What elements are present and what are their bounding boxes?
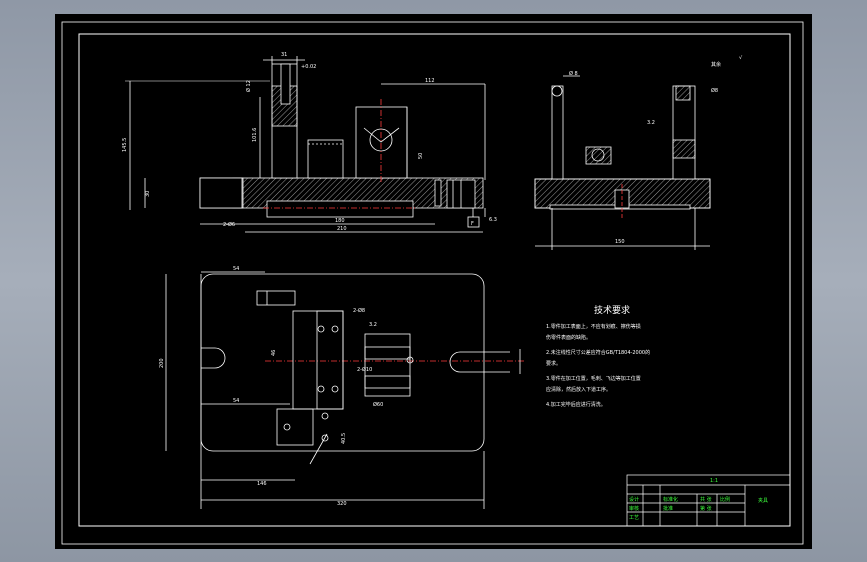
cad-drawing-canvas: 31 +0.02 145.5 101.6 Ø 12 30 2-Ø6 180 21… <box>61 21 804 545</box>
plan-view <box>165 271 525 509</box>
side-post <box>551 85 564 180</box>
title-block <box>626 474 791 527</box>
title-cell-7: 第 张 <box>700 505 712 512</box>
front-left-block <box>199 177 243 209</box>
title-cell-2: 审核 <box>629 505 639 512</box>
outer-border <box>61 21 804 545</box>
title-cell-6: 共 张 <box>700 496 712 503</box>
dim-bore: Ø 12 <box>245 80 252 92</box>
title-block-text: 1:1 夹具 设计 审核 工艺 标准化 批准 共 张 第 张 比例 <box>629 478 768 521</box>
title-cell-8: 比例 <box>720 496 730 503</box>
tech-req-title: 技术要求 <box>594 304 630 316</box>
datum-label: F <box>471 221 474 227</box>
plan-dim-h40: 40.5 <box>341 433 347 444</box>
drawing-sheet: 31 +0.02 145.5 101.6 Ø 12 30 2-Ø6 180 21… <box>55 14 812 549</box>
inner-border <box>78 33 791 527</box>
plan-dim-mid-hole: 2-Ø10 <box>357 366 372 373</box>
roughness-note: 其余 <box>711 61 721 68</box>
dim-tolerance: +0.02 <box>301 64 316 70</box>
dim-left-h: 30 <box>145 191 151 197</box>
plan-left-slot <box>201 347 226 369</box>
roughness-front: 6.3 <box>489 217 497 223</box>
title-scale: 1:1 <box>710 478 718 484</box>
tech-req-line-7: 4.加工完毕后应进行清洗。 <box>546 401 606 408</box>
front-view-text: 31 +0.02 145.5 101.6 Ø 12 30 2-Ø6 180 21… <box>122 52 497 232</box>
title-cell-5: 批准 <box>663 505 673 512</box>
plan-clamp-block <box>364 333 411 397</box>
plan-dim-top-w: 54 <box>233 266 239 272</box>
dim-height-mid: 101.6 <box>252 128 258 142</box>
title-cell-1: 设计 <box>629 496 639 503</box>
plan-dim-bottom-w: 146 <box>257 481 267 487</box>
side-dim-a: 3.2 <box>647 120 655 126</box>
plan-dim-a: 46 <box>271 350 277 356</box>
dim-top-width: 31 <box>281 52 287 58</box>
plan-view-text: 54 200 54 2-Ø8 2-Ø10 146 320 Ø60 3.2 46 … <box>159 266 383 507</box>
side-view <box>534 75 711 250</box>
dim-overall-width: 210 <box>337 226 347 232</box>
tech-req-line-1: 1.零件加工表面上，不应有划痕、擦伤等损 <box>546 323 641 330</box>
front-v-block <box>355 106 408 179</box>
title-cell-4: 标准化 <box>663 496 678 503</box>
front-view <box>125 56 486 233</box>
plan-dim-left-hole: 2-Ø8 <box>353 307 365 314</box>
tech-req-line-6: 应清除，然后放入下道工序。 <box>546 386 611 393</box>
technical-requirements: 技术要求 1.零件加工表面上，不应有划痕、擦伤等损 伤零件表面的缺陷。 2.未注… <box>546 304 650 408</box>
dim-right: 112 <box>425 78 435 84</box>
dim-height-total: 145.5 <box>122 138 128 152</box>
front-middle-block <box>307 139 344 179</box>
plan-right-slot <box>449 351 510 373</box>
plan-base-outline <box>200 273 485 452</box>
side-dim-c: Ø8 <box>711 87 718 94</box>
side-view-text: Ø 8 150 Ø8 3.2 其余 √ <box>569 55 743 245</box>
dim-slot-width: 180 <box>335 218 345 224</box>
tech-req-line-4: 要求。 <box>546 360 561 367</box>
title-cell-3: 工艺 <box>629 515 639 521</box>
plan-dim-overall: 320 <box>337 501 347 507</box>
tech-req-line-5: 3.零件在加工位置，毛刺、飞边等加工位置 <box>546 375 641 382</box>
tech-req-line-2: 伤零件表面的缺陷。 <box>546 334 591 341</box>
dim-hole: 2-Ø6 <box>223 221 235 228</box>
roughness-symbol: √ <box>739 55 743 61</box>
plan-dim-d80: Ø60 <box>373 401 383 408</box>
title-drawing-no: 夹具 <box>758 497 768 504</box>
side-dim-overall: 150 <box>615 239 625 245</box>
plan-dim-left-x: 54 <box>233 398 239 404</box>
side-dim-top: Ø 8 <box>569 70 578 77</box>
tech-req-line-3: 2.未注线性尺寸公差应符合GB/T1804-2000的 <box>546 349 650 356</box>
plan-dim-height: 200 <box>159 358 165 368</box>
plan-roughness: 3.2 <box>369 322 377 328</box>
dim-right-h: 50 <box>418 153 424 159</box>
